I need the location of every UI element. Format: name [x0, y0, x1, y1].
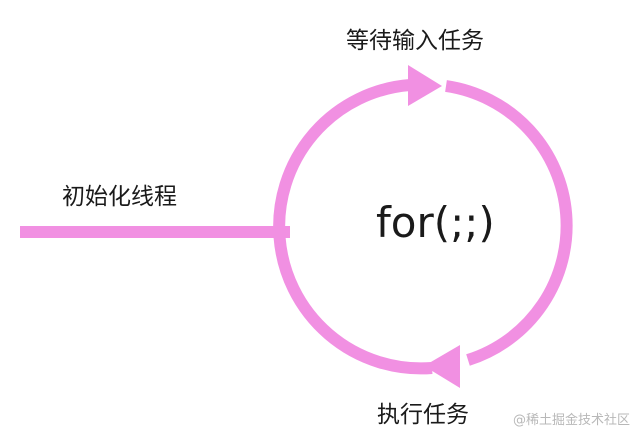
- arrow-top: [408, 65, 442, 106]
- exec-task-label: 执行任务: [377, 402, 469, 428]
- init-thread-label: 初始化线程: [62, 184, 177, 210]
- loop-arc-left: [273, 79, 433, 375]
- loop-arc-right: [445, 80, 573, 366]
- loop-label: for(;;): [376, 198, 495, 247]
- wait-task-label: 等待输入任务: [346, 28, 484, 54]
- arrow-bottom: [424, 345, 460, 388]
- watermark: @稀土掘金技术社区: [512, 413, 630, 428]
